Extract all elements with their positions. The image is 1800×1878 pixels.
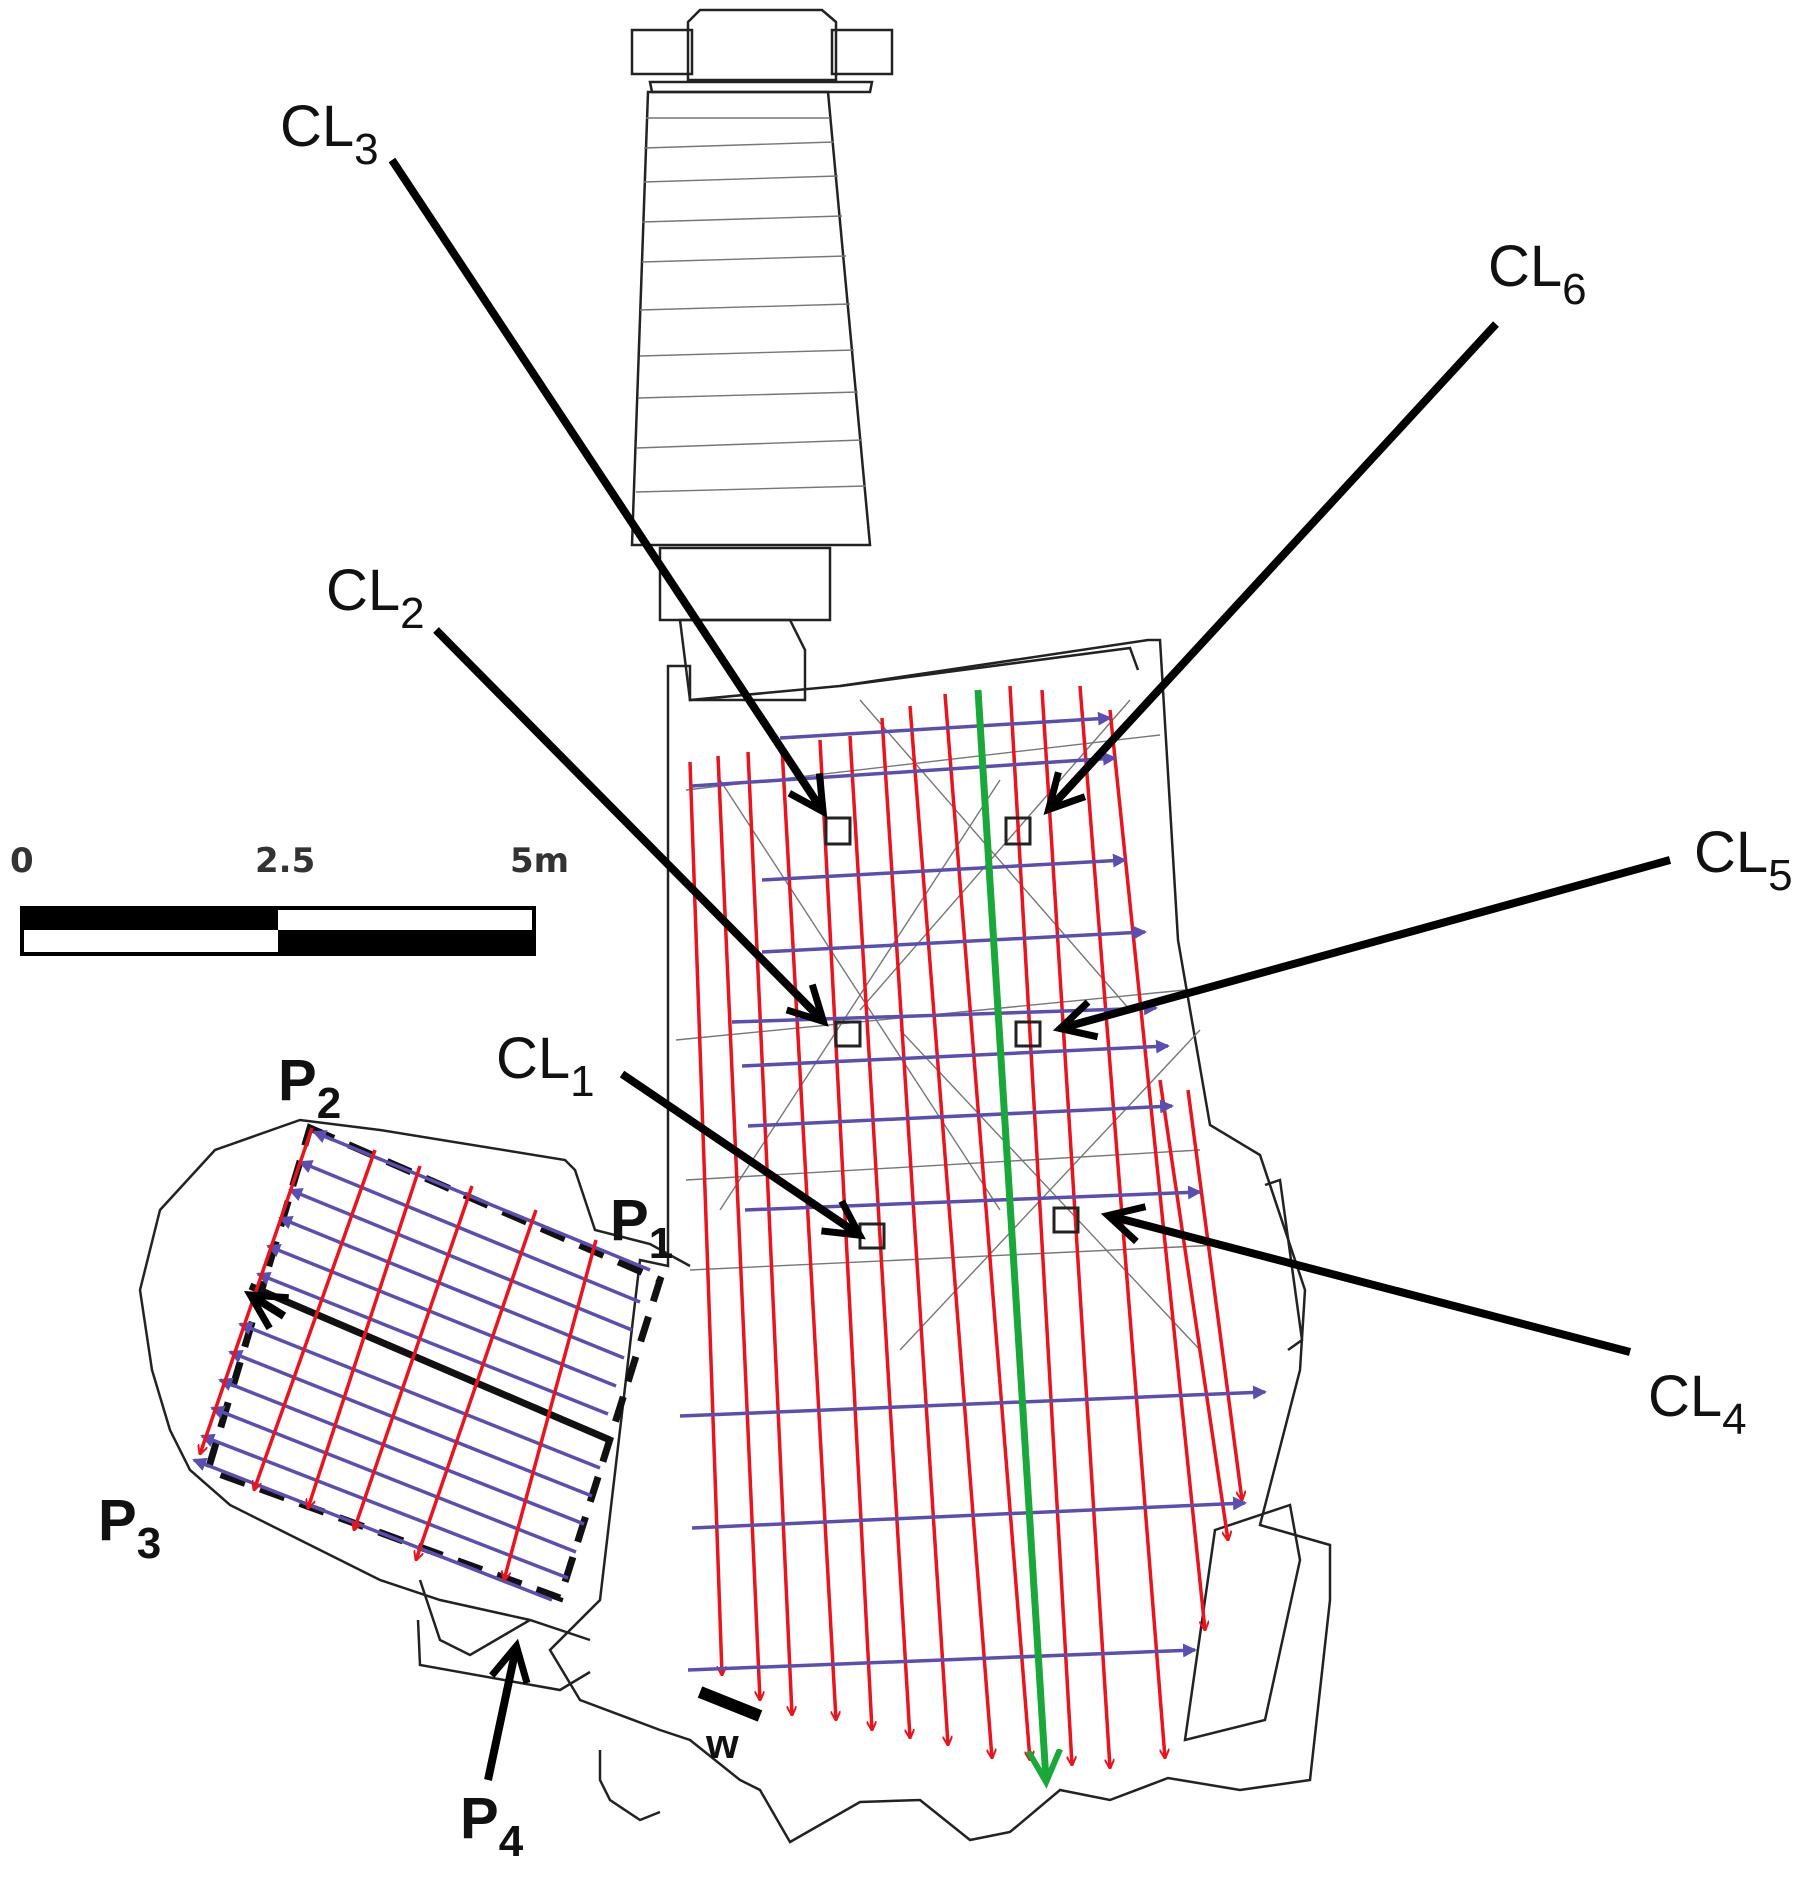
p2-label: P2 bbox=[278, 1048, 341, 1128]
scale-tick-0: 0 bbox=[10, 841, 34, 881]
scale-tick-2-5: 2.5 bbox=[255, 841, 315, 881]
cl2-label: CL2 bbox=[326, 558, 425, 638]
cl1-label: CL1 bbox=[496, 1026, 595, 1106]
p4-label: P4 bbox=[460, 1786, 524, 1866]
labels: CL3 CL6 CL2 CL5 CL1 CL4 P2 P1 P3 P4 bbox=[98, 94, 1793, 1866]
wall-label: w bbox=[705, 1720, 739, 1767]
cl4-label: CL4 bbox=[1648, 1364, 1747, 1444]
cl4-arrow bbox=[1100, 1203, 1632, 1356]
cl3-label: CL3 bbox=[280, 94, 379, 174]
cl1-arrow bbox=[619, 1070, 866, 1240]
cl6-label: CL6 bbox=[1488, 234, 1587, 314]
blue-path-group-nave bbox=[679, 711, 1267, 1672]
scale-tick-5m: 5m bbox=[510, 841, 569, 881]
p2-arrow bbox=[243, 1290, 289, 1330]
cl3-arrow bbox=[388, 157, 828, 818]
wall-marker: w bbox=[697, 1686, 763, 1767]
cl5-label: CL5 bbox=[1694, 820, 1793, 900]
scale-bar: 0 2.5 5m bbox=[10, 841, 569, 956]
column-marks bbox=[824, 816, 1080, 1250]
cl6-arrow bbox=[1043, 321, 1499, 815]
green-path bbox=[974, 689, 1046, 1780]
tower-structure bbox=[630, 8, 894, 702]
callout-arrows bbox=[243, 157, 1672, 1781]
p4-arrow bbox=[484, 1638, 531, 1781]
cl5-arrow bbox=[1052, 856, 1672, 1041]
p1-label: P1 bbox=[610, 1188, 673, 1268]
p3-label: P3 bbox=[98, 1488, 161, 1568]
cl2-arrow bbox=[433, 627, 829, 1027]
